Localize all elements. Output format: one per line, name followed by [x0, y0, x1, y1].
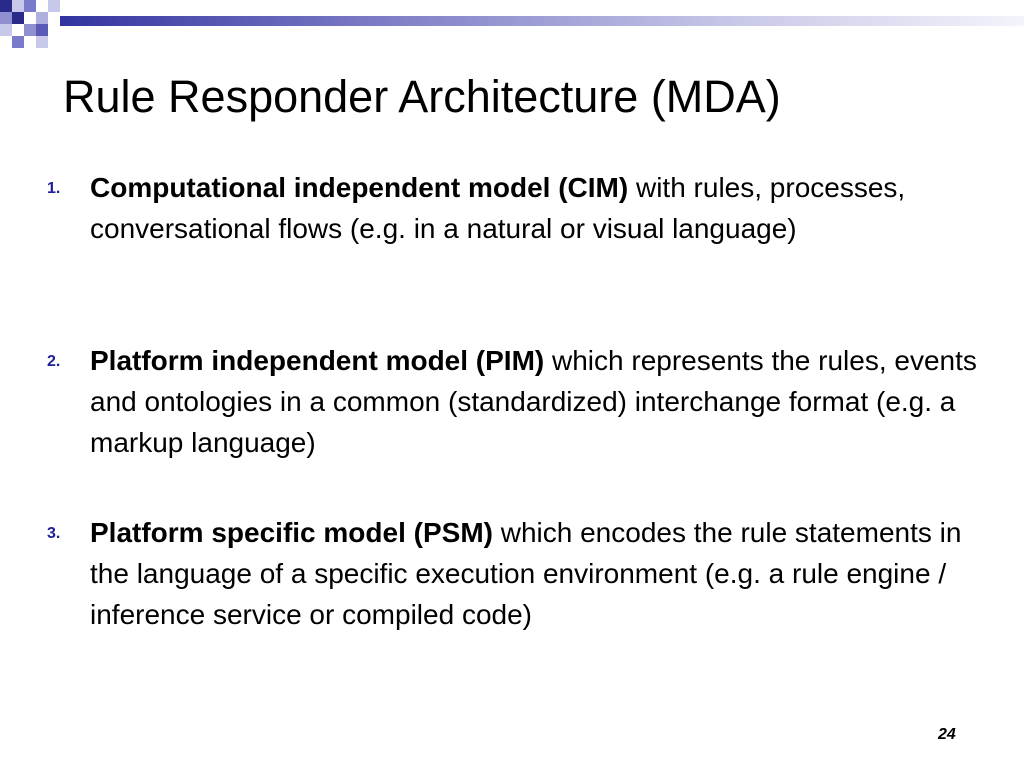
list-item-description: with rules, processes, conversational fl… [90, 172, 906, 244]
list-item-text: Platform specific model (PSM) which enco… [90, 512, 990, 635]
page-number: 24 [938, 726, 956, 743]
list-item-text: Platform independent model (PIM) which r… [90, 340, 990, 463]
list-item-description: which encodes the rule statements in the… [90, 517, 962, 630]
header-gradient-bar [60, 16, 1024, 26]
decorative-corner-squares [0, 0, 60, 48]
list-item-term: Computational independent model (CIM) [90, 172, 629, 203]
list-item-number: 3. [47, 525, 61, 542]
list-item-description: which represents the rules, events and o… [90, 345, 977, 458]
list-item-number: 1. [47, 180, 61, 197]
list-item-number: 2. [47, 353, 61, 370]
list-item-term: Platform independent model (PIM) [90, 345, 545, 376]
list-item-term: Platform specific model (PSM) [90, 517, 493, 548]
slide-title: Rule Responder Architecture (MDA) [63, 71, 781, 122]
list-item-text: Computational independent model (CIM) wi… [90, 167, 990, 249]
